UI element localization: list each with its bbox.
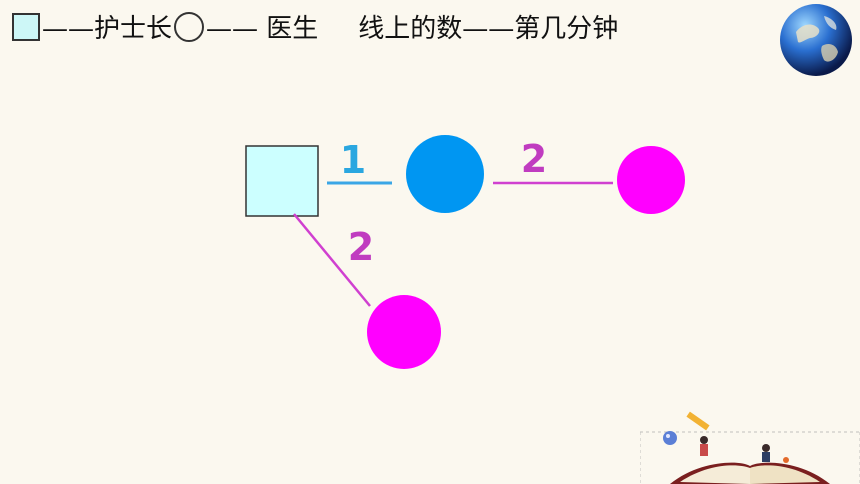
open-book-illustration [640,411,860,484]
legend-line-text: 线上的数——第几分钟 [358,14,619,44]
doctor-circle-bottom [367,295,441,369]
doctor-circle-blue [406,135,484,213]
label-minute-2-right: 2 [521,137,547,181]
nurse-square [245,145,319,217]
legend-circle-text: —— 医生 [206,14,319,44]
legend-square-text: ——护士长 [42,14,173,44]
line-square-to-bottom [293,213,371,307]
legend-circle-icon [174,11,205,42]
legend-square-icon [12,12,40,41]
globe-icon [780,4,852,76]
doctor-circle-right [617,146,685,214]
label-minute-2-down: 2 [348,225,374,269]
legend: ——护士长 —— 医生 线上的数——第几分钟 [12,8,618,45]
label-minute-1: 1 [340,138,366,182]
